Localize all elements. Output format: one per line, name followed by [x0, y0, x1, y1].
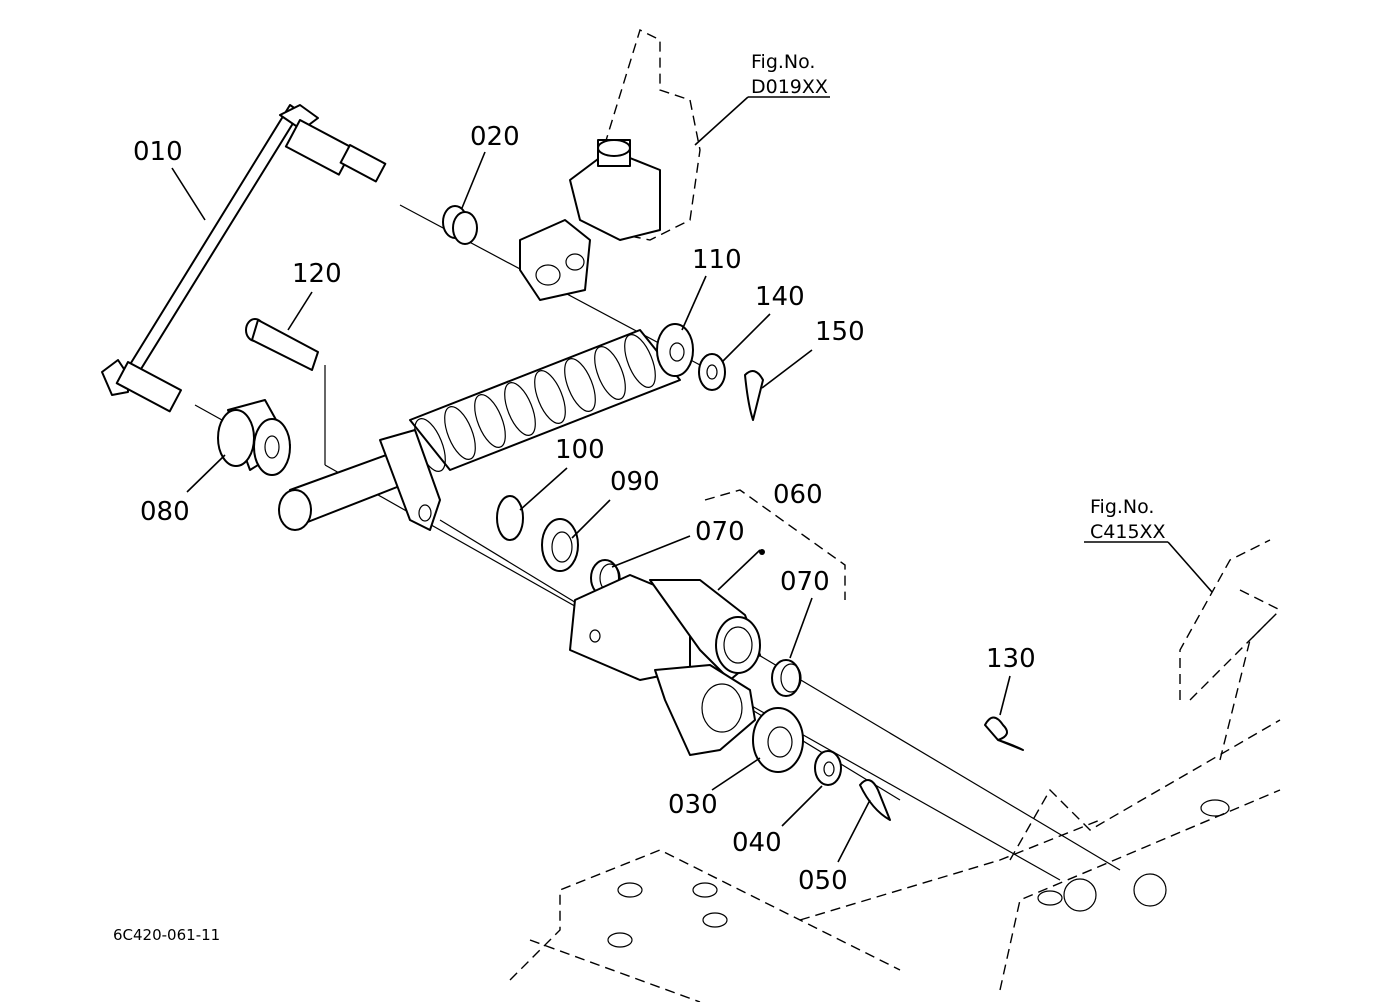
label-130: 130: [986, 644, 1036, 674]
part-120-pin: [245, 318, 319, 371]
part-130-pin: [984, 716, 1024, 751]
part-number-labels: 010 020 120 110 140 150 080 100 090 060 …: [133, 122, 1036, 896]
part-080-roller: [217, 399, 291, 476]
label-030: 030: [668, 790, 718, 820]
label-070-left: 070: [695, 517, 745, 547]
part-090-washer: [541, 518, 579, 572]
figure-reference-d019: Fig.No. D019XX: [751, 51, 828, 98]
part-100-snap-ring: [496, 495, 524, 541]
part-030-washer: [752, 707, 804, 773]
label-080: 080: [140, 497, 190, 527]
part-060-arm: [569, 574, 761, 756]
label-100: 100: [555, 435, 605, 465]
diagram-code: 6C420-061-11: [113, 926, 220, 944]
label-150: 150: [815, 317, 865, 347]
leader-lines: [171, 96, 1213, 863]
part-020-bushing: [442, 205, 478, 245]
figure-reference-c415: Fig.No. C415XX: [1090, 496, 1166, 543]
part-070-bushing-right: [771, 659, 802, 697]
part-150-pin: [744, 370, 764, 421]
ref-c415-line1: Fig.No.: [1090, 496, 1154, 518]
part-d019-bracket: [519, 139, 661, 301]
assembly-axes: [194, 204, 1121, 881]
part-040-washer: [814, 750, 842, 786]
label-140: 140: [755, 282, 805, 312]
label-070-right: 070: [780, 567, 830, 597]
label-110: 110: [692, 245, 742, 275]
label-050: 050: [798, 866, 848, 896]
group-bracket-060: [704, 489, 846, 600]
spring-coils: [414, 334, 656, 472]
label-010: 010: [133, 137, 183, 167]
label-120: 120: [292, 259, 342, 289]
label-090: 090: [610, 467, 660, 497]
frame-outline: [509, 29, 1281, 1002]
part-050-pin: [859, 779, 891, 821]
ref-c415-line2: C415XX: [1090, 521, 1166, 543]
ref-d019-line1: Fig.No.: [751, 51, 815, 73]
part-010-lever: [101, 104, 387, 413]
part-140-washer: [698, 353, 726, 391]
ref-d019-line2: D019XX: [751, 76, 828, 98]
part-110-spring: [278, 323, 694, 531]
label-020: 020: [470, 122, 520, 152]
label-040: 040: [732, 828, 782, 858]
label-060: 060: [773, 480, 823, 510]
